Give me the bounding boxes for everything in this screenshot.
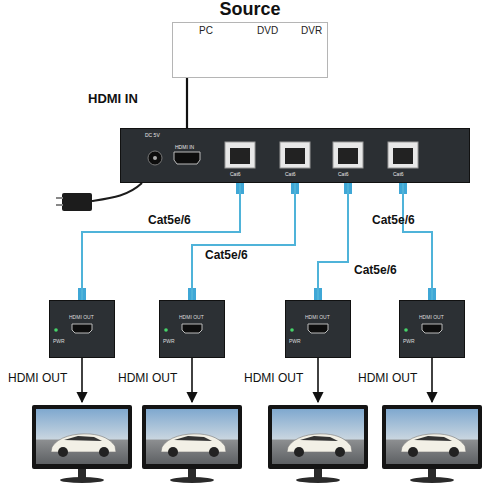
hdmi-port [308,324,328,333]
node-text: HDMI OUT [69,315,94,321]
node-text: Cat6 [393,172,404,178]
rj45-socket [285,148,305,164]
connector-layer [82,78,432,300]
hdmi-port [422,324,442,333]
power-adapter [56,183,142,211]
adapter-body [62,193,92,211]
node-text: HDMI OUT [179,315,204,321]
cable-type-label: Cat5e/6 [205,249,248,262]
cable-type-label: Cat5e/6 [148,214,191,227]
rj45-plugs [78,183,436,300]
monitor [268,405,368,483]
source-device-box: PC DVD DVR [172,22,328,78]
output-label: HDMI OUT [244,372,303,385]
cable-type-label: Cat5e/6 [372,214,415,227]
rj45-ports [225,142,418,168]
node-text: DC 5V [145,133,160,139]
network-cable [192,183,295,300]
cable-label: HDMI IN [88,92,138,106]
rj45-socket [393,148,413,164]
rj45-port [333,142,363,168]
monitor [32,405,132,483]
rj45-port [225,142,255,168]
hdmi-receiver: PWR HDMI OUT [285,300,351,358]
node-text: PC [199,25,213,36]
output-label: HDMI OUT [118,372,177,385]
hdmi-extender-splitter: DC 5V HDMI IN Cat6 Cat6 Cat6 Cat6 [120,128,470,183]
network-cable [82,183,240,300]
output-label: HDMI OUT [8,372,67,385]
rj45-port [280,142,310,168]
node-text: HDMI IN [175,145,194,151]
rj45-port [388,142,418,168]
rj45-socket [338,148,358,164]
rj45-socket [230,148,250,164]
node-text: HDMI OUT [419,315,444,321]
power-led [54,328,58,332]
hdmi-port [174,152,200,164]
hdmi-output-wires [82,358,432,402]
hdmi-wire [317,358,319,402]
power-led [164,328,168,332]
node-text: Cat6 [285,172,296,178]
dc-jack [148,151,162,165]
hdmi-wire [81,358,83,402]
receiver-ports [54,324,442,333]
node-text: HDMI OUT [305,315,330,321]
node-text: Cat6 [230,172,241,178]
hdmi-port [72,324,92,333]
power-led [290,328,294,332]
hdmi-wire [191,358,193,402]
hdmi-receiver: PWR HDMI OUT [49,300,115,358]
power-led [404,328,408,332]
node-text: PWR [403,339,415,345]
monitor [142,405,242,483]
node-text: PWR [289,339,301,345]
hdmi-wire [431,358,433,402]
node-text: DVD [257,25,278,36]
diagram-title: Source [0,0,500,20]
hdmi-receiver: PWR HDMI OUT [399,300,465,358]
adapter-prong [56,197,63,199]
dc-jack-pin [153,156,157,160]
cable-type-label: Cat5e/6 [354,264,397,277]
adapter-cable [92,183,142,201]
monitor [382,405,482,483]
hdmi-cable [186,78,188,128]
hdmi-receiver: PWR HDMI OUT [159,300,225,358]
node-text: PWR [163,339,175,345]
network-cable [318,183,348,300]
output-label: HDMI OUT [358,372,417,385]
hdmi-port [182,324,202,333]
network-cable [403,183,432,300]
adapter-prong [56,204,63,206]
node-text: Cat6 [338,172,349,178]
node-text: DVR [301,25,322,36]
node-text: PWR [53,339,65,345]
